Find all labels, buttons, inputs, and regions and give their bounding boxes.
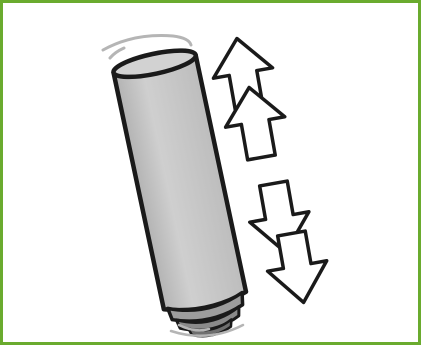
install-cartridge-illustration bbox=[3, 3, 421, 348]
arrow-up-icon bbox=[220, 82, 291, 162]
